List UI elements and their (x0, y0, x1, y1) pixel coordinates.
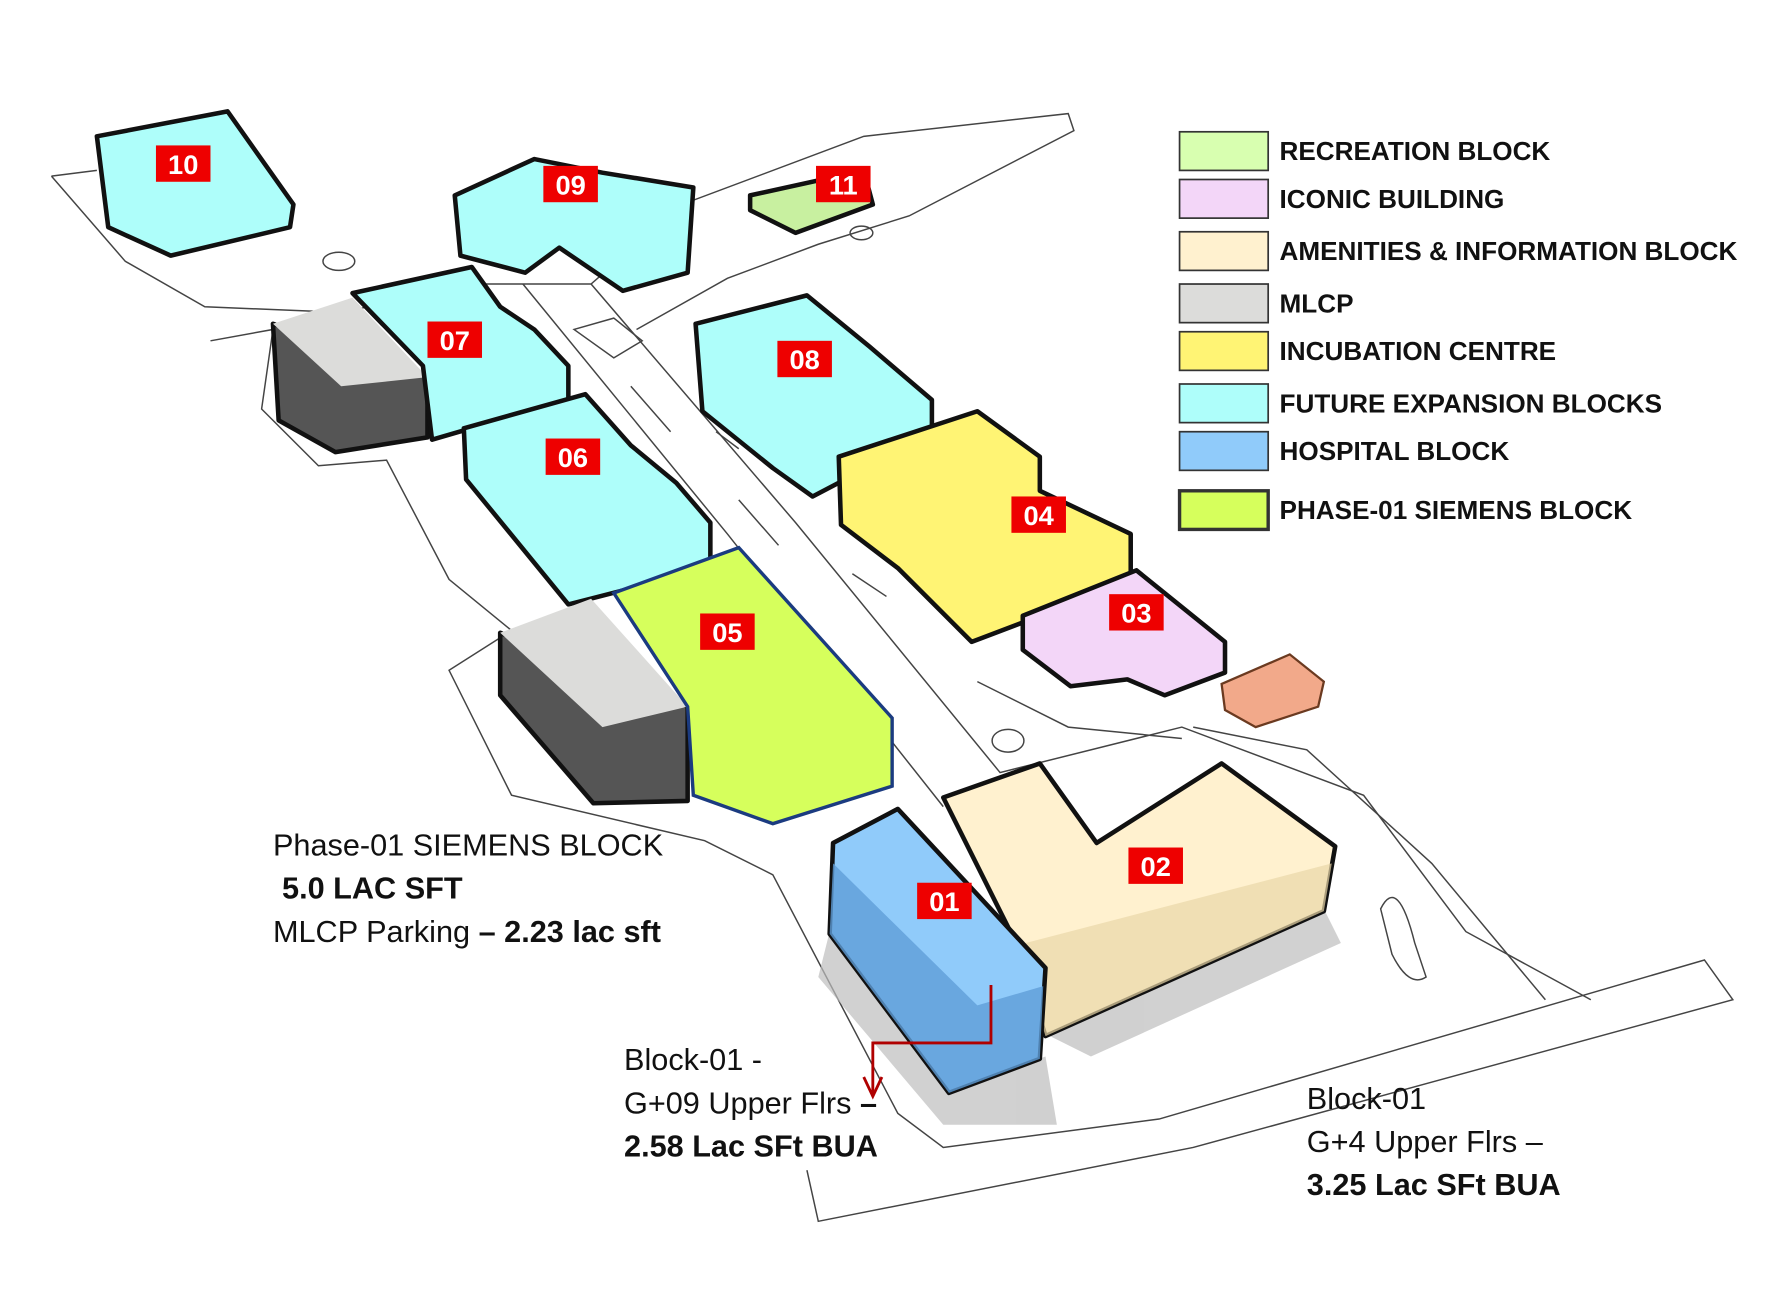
small-annex-block (1220, 653, 1326, 729)
legend-label: FUTURE EXPANSION BLOCKS (1280, 388, 1662, 418)
block-03 (1020, 568, 1228, 698)
svg-text:G+09 Upper Flrs –: G+09 Upper Flrs – (624, 1086, 877, 1120)
legend-item: HOSPITAL BLOCK (1178, 430, 1510, 472)
svg-text:05: 05 (712, 617, 742, 648)
svg-text:07: 07 (440, 325, 470, 356)
legend: RECREATION BLOCK ICONIC BUILDING AMENITIES… (1177, 130, 1738, 532)
legend-label: RECREATION BLOCK (1280, 136, 1551, 166)
legend-swatch (1178, 178, 1270, 219)
svg-text:5.0 LAC SFT: 5.0 LAC SFT (282, 872, 463, 906)
label-05: 05 (700, 613, 755, 650)
label-09: 09 (543, 165, 598, 203)
svg-text:2.58 Lac SFt BUA: 2.58 Lac SFt BUA (624, 1130, 878, 1164)
block-10 (94, 109, 296, 258)
svg-text:G+4 Upper Flrs –: G+4 Upper Flrs – (1307, 1125, 1544, 1159)
road-network (50, 112, 1735, 1223)
annotation-block01-left: Block-01 - G+09 Upper Flrs – 2.58 Lac SF… (624, 1043, 878, 1163)
svg-text:Block-01 -: Block-01 - (624, 1043, 762, 1077)
svg-text:03: 03 (1121, 598, 1151, 629)
legend-item: RECREATION BLOCK (1178, 130, 1551, 172)
legend-swatch (1178, 383, 1270, 424)
svg-text:11: 11 (829, 169, 858, 200)
legend-swatch (1178, 283, 1270, 324)
legend-label: ICONIC BUILDING (1280, 184, 1505, 214)
legend-swatch (1178, 330, 1270, 372)
block-labels: 10 09 11 07 08 06 04 03 05 02 01 (155, 145, 1183, 920)
legend-item: FUTURE EXPANSION BLOCKS (1178, 383, 1662, 424)
label-06: 06 (545, 438, 601, 475)
leader-arrow (862, 984, 993, 1100)
legend-label: MLCP (1280, 288, 1354, 318)
legend-label: AMENITIES & INFORMATION BLOCK (1280, 236, 1738, 266)
legend-label: INCUBATION CENTRE (1280, 336, 1557, 366)
svg-text:02: 02 (1141, 851, 1171, 882)
label-10: 10 (155, 145, 211, 182)
label-08: 08 (777, 340, 832, 378)
legend-item: PHASE-01 SIEMENS BLOCK (1177, 489, 1633, 532)
legend-item: MLCP (1178, 283, 1354, 324)
label-07: 07 (427, 321, 483, 358)
legend-label: HOSPITAL BLOCK (1280, 436, 1510, 466)
annotation-block01-right: Block-01 G+4 Upper Flrs – 3.25 Lac SFt B… (1307, 1082, 1561, 1202)
label-04: 04 (1011, 496, 1066, 533)
svg-text:MLCP Parking – 2.23 lac sft: MLCP Parking – 2.23 lac sft (273, 915, 661, 949)
legend-item: ICONIC BUILDING (1178, 178, 1505, 219)
svg-text:3.25 Lac SFt BUA: 3.25 Lac SFt BUA (1307, 1168, 1561, 1202)
legend-label: PHASE-01 SIEMENS BLOCK (1280, 495, 1633, 525)
legend-item: INCUBATION CENTRE (1178, 330, 1557, 372)
mlcp-upper (270, 297, 430, 455)
legend-swatch (1177, 489, 1270, 532)
block-05 (611, 545, 894, 826)
legend-item: AMENITIES & INFORMATION BLOCK (1178, 230, 1738, 272)
block-06 (461, 391, 713, 607)
svg-text:06: 06 (558, 442, 588, 473)
annotation-phase01: Phase-01 SIEMENS BLOCK 5.0 LAC SFT MLCP … (273, 828, 664, 948)
svg-text:08: 08 (790, 344, 820, 375)
svg-text:01: 01 (929, 886, 959, 917)
legend-swatch (1178, 230, 1270, 272)
label-02: 02 (1128, 847, 1183, 884)
svg-text:Block-01: Block-01 (1307, 1082, 1426, 1116)
label-01: 01 (917, 882, 972, 920)
label-11: 11 (816, 165, 871, 203)
block-04 (836, 408, 1133, 645)
label-03: 03 (1109, 594, 1164, 631)
svg-text:10: 10 (168, 149, 198, 180)
legend-swatch (1178, 430, 1270, 472)
legend-swatch (1178, 130, 1270, 172)
svg-text:Phase-01 SIEMENS BLOCK: Phase-01 SIEMENS BLOCK (273, 828, 664, 862)
svg-text:04: 04 (1024, 500, 1055, 531)
svg-text:09: 09 (555, 169, 585, 200)
mlcp-lower (497, 598, 690, 806)
